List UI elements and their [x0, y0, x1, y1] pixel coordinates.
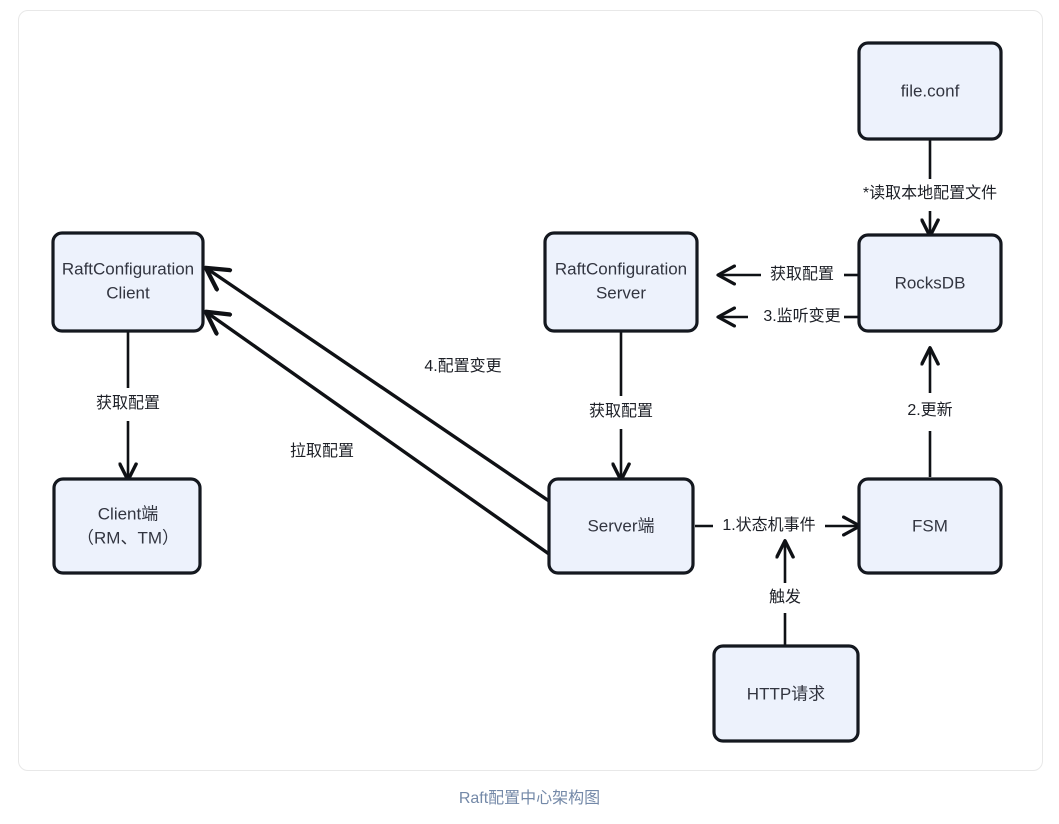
edge-label-get-config-server: 获取配置 [770, 265, 834, 283]
edge-file-conf-to-rocksdb: *读取本地配置文件 [863, 139, 997, 233]
edge-raft-server-to-server-side: 获取配置 [589, 331, 653, 477]
edge-label-update: 2.更新 [907, 401, 952, 419]
edge-raft-client-to-client-side: 获取配置 [96, 331, 160, 477]
edge-rocksdb-to-raft-server-get: 获取配置 [721, 265, 859, 283]
node-server-side[interactable]: Server端 [547, 477, 695, 575]
edge-rocksdb-to-raft-server-watch: 3.监听变更 [721, 307, 859, 325]
edge-label-read-local-config: *读取本地配置文件 [863, 184, 997, 202]
edge-label-watch-change: 3.监听变更 [763, 307, 840, 325]
node-box[interactable] [857, 233, 1003, 333]
edge-label-get-config-server-side: 获取配置 [589, 402, 653, 420]
node-label-client-side-line2: （RM、TM） [77, 528, 179, 547]
node-label-client-side-line1: Client端 [98, 504, 158, 523]
node-raft-configuration-server[interactable]: RaftConfiguration Server [543, 231, 699, 333]
node-label-server-side: Server端 [587, 516, 654, 535]
node-fsm[interactable]: FSM [857, 477, 1003, 575]
node-label-raft-configuration-client-line1: RaftConfiguration [62, 259, 194, 278]
figure-caption: Raft配置中心架构图 [458, 790, 601, 807]
edge-segment-diagonal [209, 314, 550, 556]
node-client-side[interactable]: Client端 （RM、TM） [52, 477, 202, 575]
figure-container: *读取本地配置文件 获取配置 3.监听变更 2.更新 [18, 10, 1043, 771]
node-label-file-conf: file.conf [901, 81, 960, 100]
node-label-http-request: HTTP请求 [747, 684, 825, 703]
node-rocksdb[interactable]: RocksDB [857, 233, 1003, 333]
node-file-conf[interactable]: file.conf [857, 41, 1003, 141]
edge-fsm-to-rocksdb: 2.更新 [907, 351, 953, 477]
node-label-fsm: FSM [912, 516, 948, 535]
node-box[interactable] [52, 477, 202, 575]
node-label-raft-configuration-client-line2: Client [106, 283, 150, 302]
edge-server-side-to-fsm: 1.状态机事件 [695, 516, 857, 534]
node-box[interactable] [857, 477, 1003, 575]
node-box[interactable] [547, 477, 695, 575]
node-label-raft-configuration-server-line1: RaftConfiguration [555, 259, 687, 278]
node-raft-configuration-client[interactable]: RaftConfiguration Client [51, 231, 205, 333]
node-box[interactable] [51, 231, 205, 333]
node-box[interactable] [712, 644, 860, 743]
node-label-raft-configuration-server-line2: Server [596, 283, 646, 302]
edge-label-config-change: 4.配置变更 [424, 357, 501, 375]
node-http-request[interactable]: HTTP请求 [712, 644, 860, 743]
edge-server-side-to-raft-client-pull: 拉取配置 [209, 314, 550, 556]
edge-label-trigger: 触发 [769, 588, 801, 606]
node-label-rocksdb: RocksDB [895, 273, 966, 292]
edge-segment-diagonal [209, 270, 550, 503]
architecture-diagram: *读取本地配置文件 获取配置 3.监听变更 2.更新 [51, 41, 1003, 743]
edge-http-request-to-server-side: 触发 [769, 544, 801, 646]
edge-server-side-to-raft-client-change: 4.配置变更 [209, 270, 550, 503]
node-box[interactable] [857, 41, 1003, 141]
edge-label-pull-config: 拉取配置 [290, 442, 354, 460]
node-box[interactable] [543, 231, 699, 333]
edge-label-state-machine-event: 1.状态机事件 [722, 516, 815, 534]
edge-label-get-config-client-side: 获取配置 [96, 394, 160, 412]
